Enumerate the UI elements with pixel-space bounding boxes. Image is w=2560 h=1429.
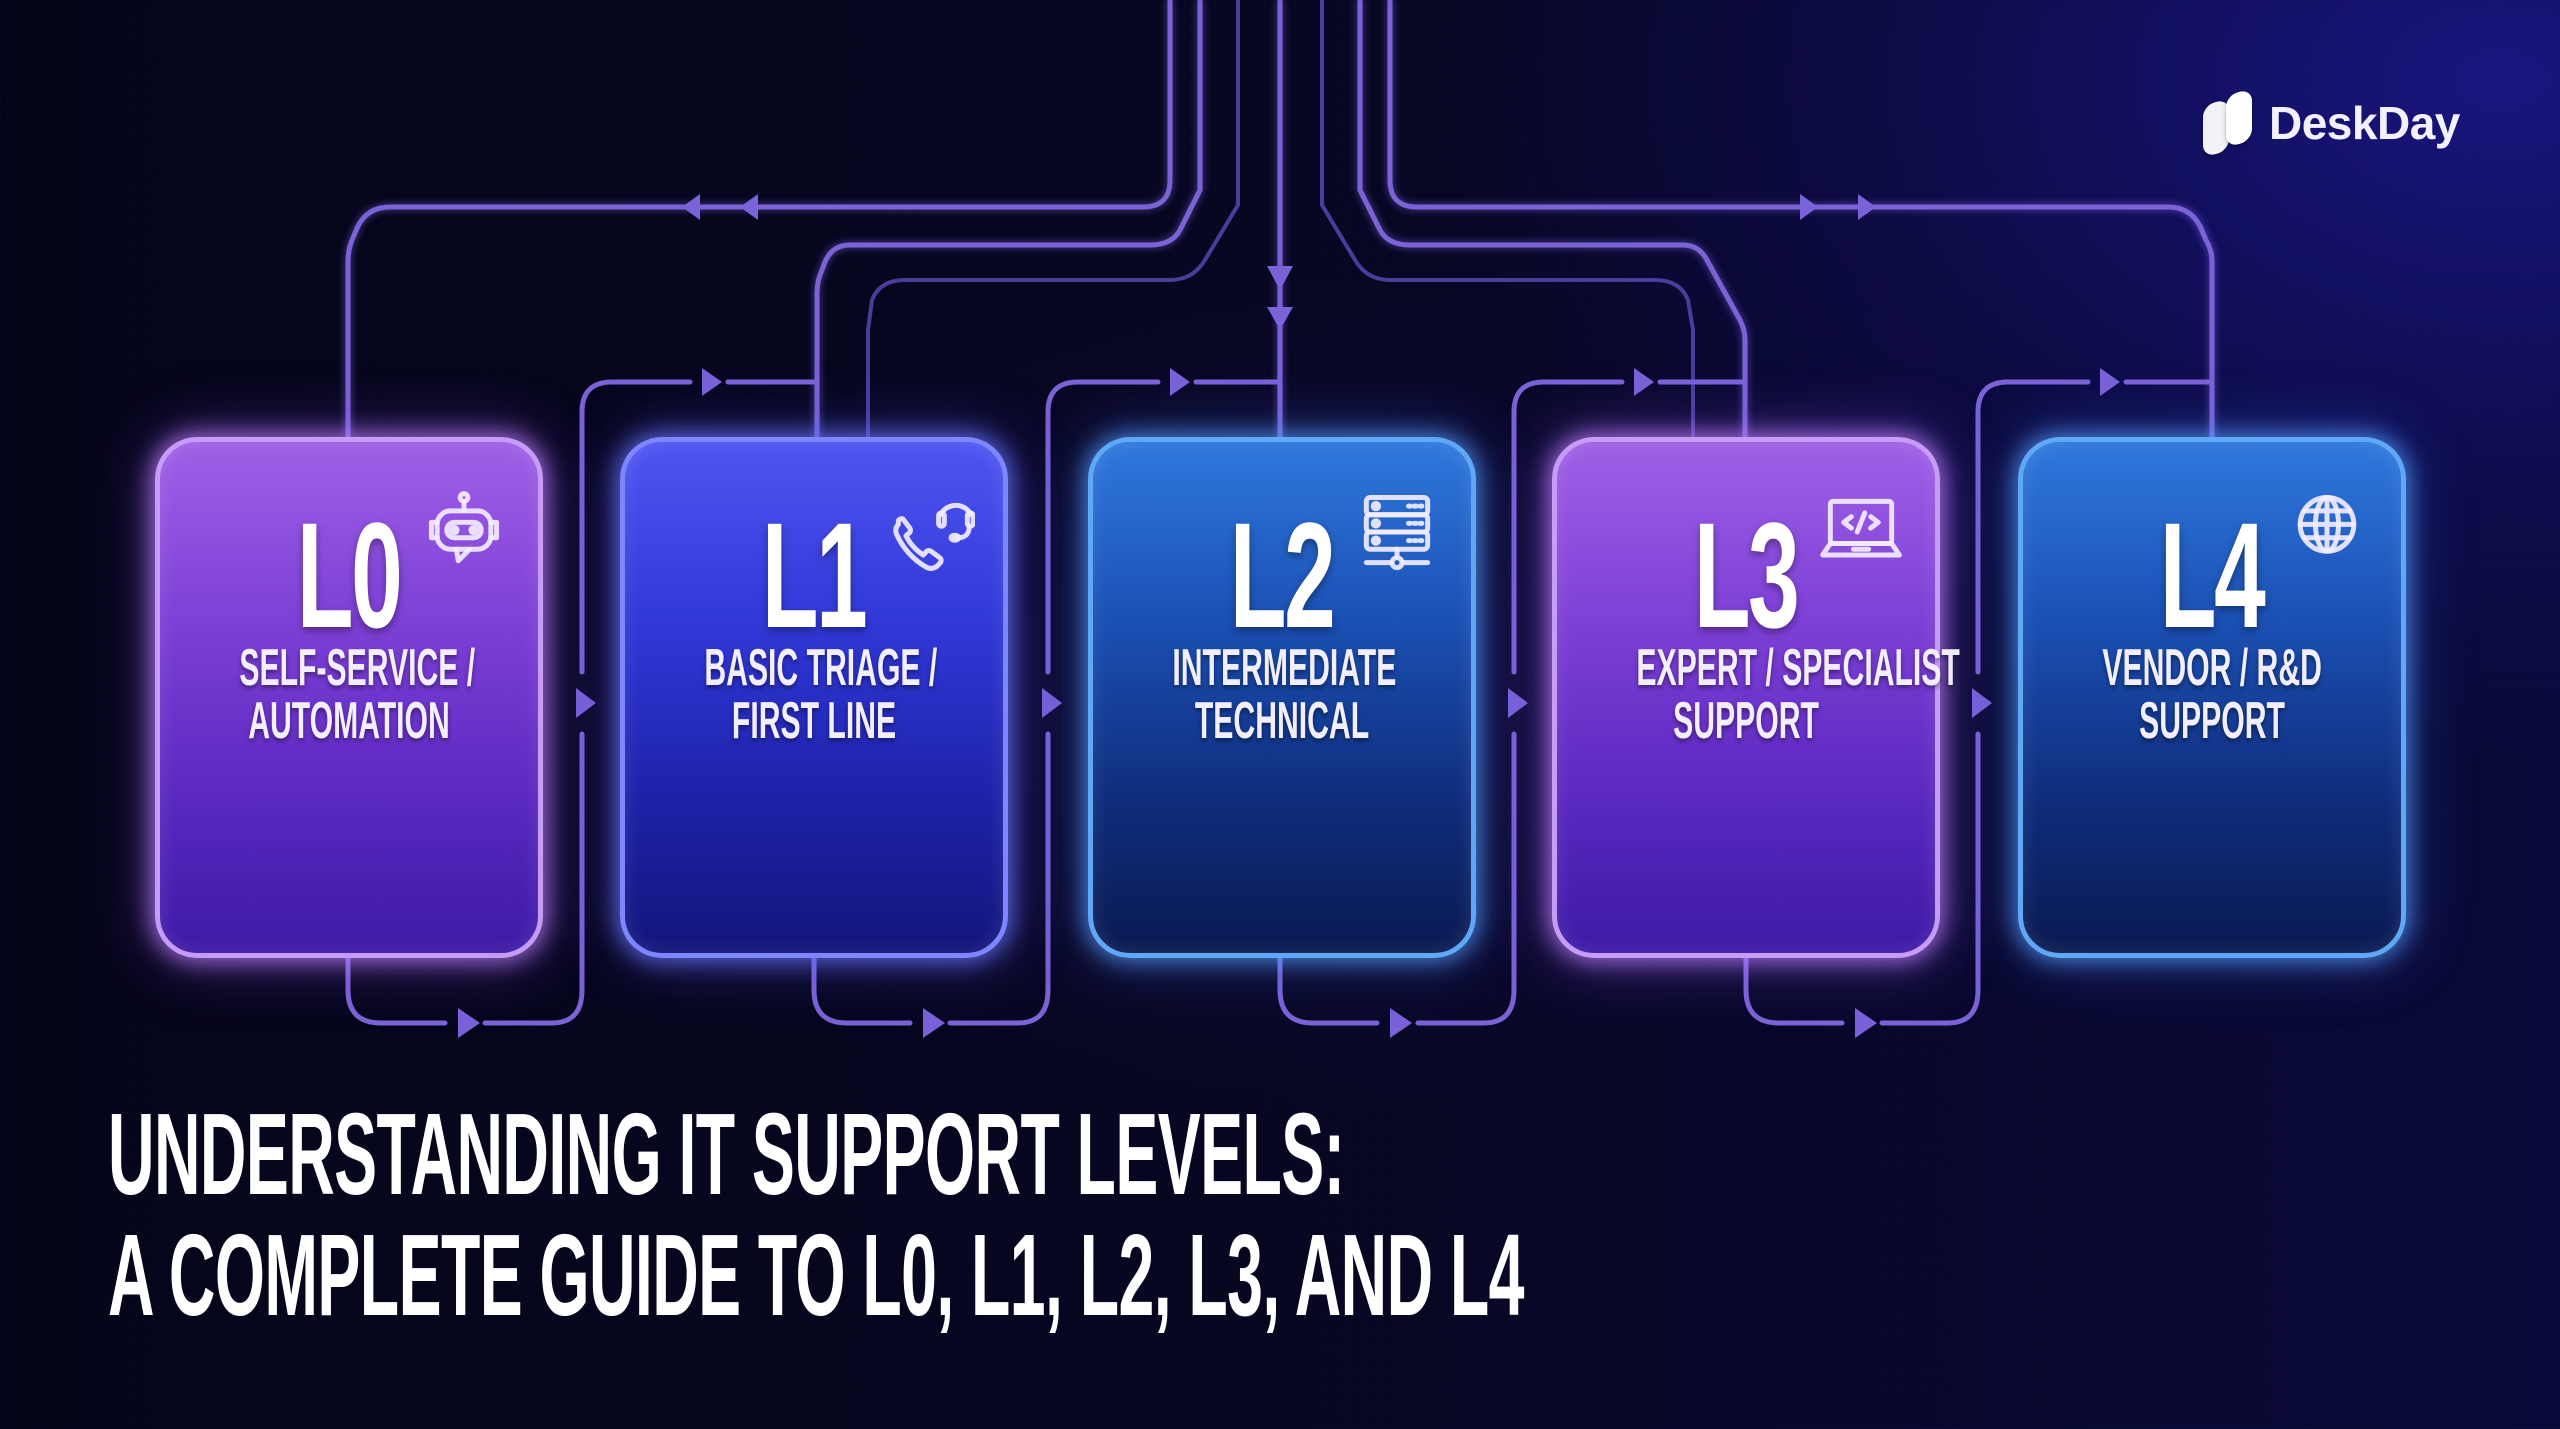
bottom-loop-l0 (345, 955, 480, 1038)
arrow-down-icon (1267, 307, 1293, 330)
card-connector-l3-l4 (1879, 368, 2215, 1026)
arrow-right-icon (1855, 1008, 1877, 1038)
arrow-right-icon (1858, 194, 1876, 220)
level-label: L1 (762, 491, 868, 659)
arrow-right-icon (1390, 1008, 1412, 1038)
wire-faint-left (866, 0, 1240, 439)
arrow-right-icon (1972, 688, 1992, 718)
level-description: VENDOR / R&D SUPPORT (2102, 639, 2322, 750)
laptop-code-icon (1815, 486, 1907, 578)
card-connector-l0-l1 (482, 368, 820, 1026)
arrow-right-icon (1634, 368, 1654, 396)
card-connector-l1-l2 (947, 368, 1283, 1026)
bottom-loop-l2 (1277, 955, 1412, 1038)
level-card-l1[interactable]: L1 BASIC TRIAGE / FIRST LINE (620, 437, 1008, 958)
level-description: EXPERT / SPECIALIST SUPPORT (1636, 639, 1960, 750)
headset-phone-icon (883, 486, 976, 578)
wire-to-l4 (1387, 0, 2215, 440)
level-card-l4[interactable]: L4 VENDOR / R&D SUPPORT (2018, 437, 2406, 958)
title-line-2: A COMPLETE GUIDE TO L0, L1, L2, L3, AND … (108, 1210, 1524, 1340)
globe-icon (2281, 486, 2373, 578)
logo-text: DeskDay (2269, 97, 2460, 149)
wire-to-l1 (814, 0, 1203, 440)
level-card-l3[interactable]: L3 EXPERT / SPECIALIST SUPPORT (1552, 437, 1960, 958)
arrow-right-icon (923, 1008, 945, 1038)
deskday-logo[interactable]: DeskDay (2203, 88, 2460, 158)
wire-to-l3 (1357, 0, 1748, 440)
level-label: L4 (2160, 491, 2266, 659)
wire-to-l0 (345, 0, 1173, 440)
deskday-logo-icon (2203, 88, 2259, 158)
arrow-right-icon (702, 368, 722, 396)
level-description: BASIC TRIAGE / FIRST LINE (704, 639, 938, 750)
arrow-right-icon (1042, 688, 1062, 718)
level-description: SELF-SERVICE / AUTOMATION (239, 639, 476, 750)
bottom-loop-l1 (811, 955, 945, 1038)
arrow-right-icon (458, 1008, 480, 1038)
arrow-down-icon (1267, 266, 1293, 290)
page-title: UNDERSTANDING IT SUPPORT LEVELS: A COMPL… (108, 1094, 2560, 1336)
arrow-left-icon (740, 194, 758, 220)
robot-chat-icon (418, 486, 510, 578)
arrow-right-icon (1508, 688, 1528, 718)
arrow-left-icon (682, 194, 700, 220)
arrow-right-icon (576, 688, 596, 718)
arrow-right-icon (1170, 368, 1190, 396)
arrow-right-icon (1800, 194, 1818, 220)
server-rack-icon (1351, 486, 1443, 578)
level-card-l2[interactable]: L2 INTERMEDIATE TECHNICAL (1088, 437, 1476, 958)
level-label: L2 (1230, 491, 1336, 659)
title-line-1: UNDERSTANDING IT SUPPORT LEVELS: (108, 1089, 1345, 1219)
level-label: L3 (1694, 491, 1800, 659)
wire-faint-right (1320, 0, 1695, 439)
bottom-loop-l3 (1743, 955, 1877, 1038)
arrow-right-icon (2100, 368, 2120, 396)
card-connector-l2-l3 (1415, 368, 1748, 1026)
level-label: L0 (297, 491, 403, 659)
level-description: INTERMEDIATE TECHNICAL (1172, 639, 1397, 750)
level-card-l0[interactable]: L0 SELF-SERVICE / AUTOMATION (155, 437, 543, 958)
